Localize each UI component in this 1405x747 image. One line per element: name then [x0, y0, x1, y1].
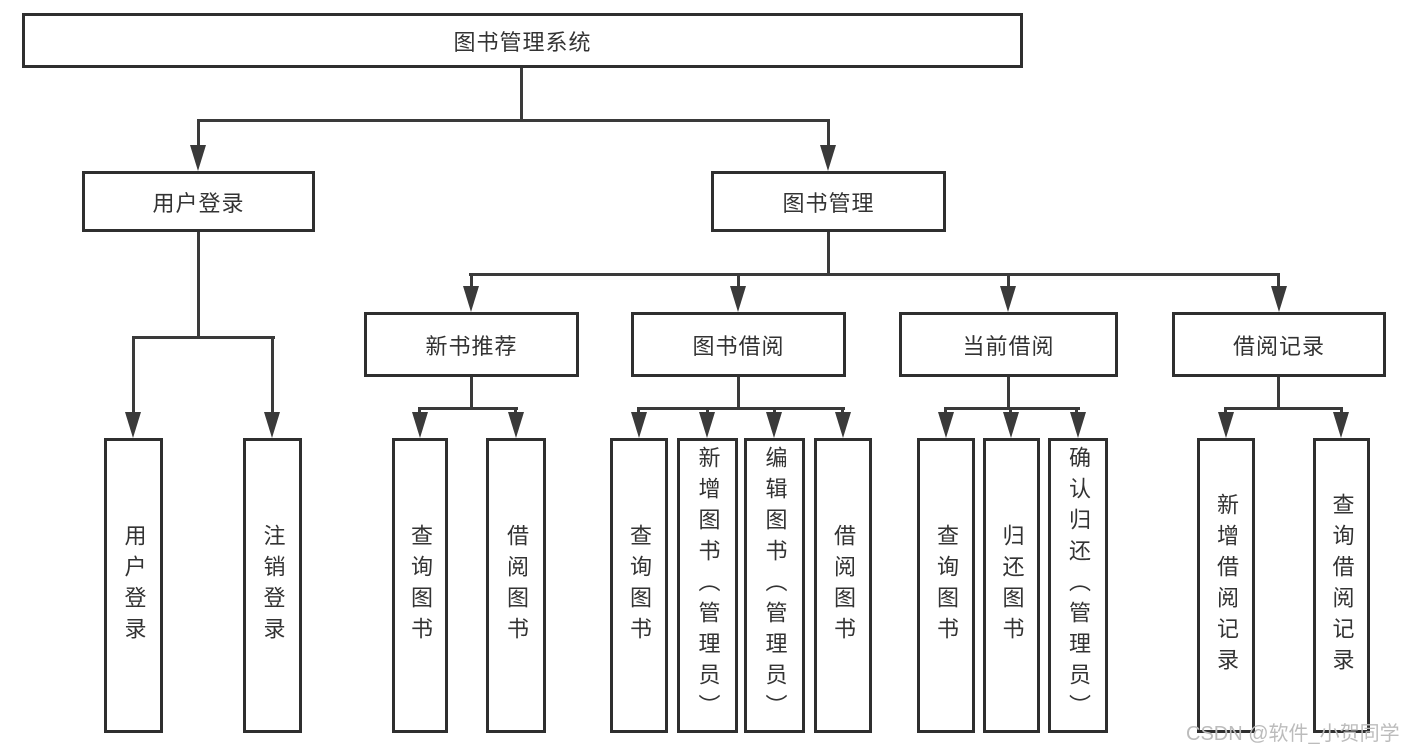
connector-line — [470, 273, 473, 288]
arrow-down-icon — [1333, 412, 1349, 438]
connector-line — [132, 336, 135, 414]
connector-line — [1277, 273, 1280, 288]
node-label: 确认归还（管理员） — [1066, 446, 1091, 725]
node-label: 图书管理系统 — [453, 29, 592, 55]
node-label: 借阅记录 — [1232, 333, 1325, 359]
connector-line — [737, 273, 740, 288]
node-current-borrowing: 当前借阅 — [899, 312, 1118, 377]
node-label: 新增图书（管理员） — [695, 446, 721, 725]
node-label: 借阅图书 — [831, 523, 856, 648]
arrow-down-icon — [1271, 286, 1287, 312]
connector-line — [706, 407, 709, 414]
connector-line — [637, 407, 640, 414]
connector-line — [1277, 377, 1280, 407]
arrow-down-icon — [412, 412, 428, 438]
arrow-down-icon — [699, 412, 715, 438]
node-label: 归还图书 — [999, 523, 1025, 648]
node-label: 借阅图书 — [504, 523, 529, 648]
arrow-down-icon — [508, 412, 524, 438]
node-label: 当前借阅 — [962, 333, 1055, 359]
leaf-query-books-current: 查询图书 — [917, 438, 975, 733]
connector-line — [1007, 273, 1010, 288]
connector-line — [1075, 407, 1078, 414]
arrow-down-icon — [820, 145, 836, 171]
connector-line — [1224, 407, 1343, 410]
node-label: 图书借阅 — [692, 333, 785, 359]
node-label: 用户登录 — [152, 190, 245, 216]
connector-line — [1224, 407, 1227, 414]
node-book-management: 图书管理 — [711, 171, 946, 232]
node-book-borrowing: 图书借阅 — [631, 312, 846, 377]
node-borrowing-records: 借阅记录 — [1172, 312, 1386, 377]
leaf-return-books: 归还图书 — [983, 438, 1040, 733]
connector-line — [773, 407, 776, 414]
arrow-down-icon — [938, 412, 954, 438]
node-label: 编辑图书（管理员） — [762, 446, 788, 725]
arrow-down-icon — [463, 286, 479, 312]
node-label: 注销登录 — [260, 523, 286, 648]
node-new-book-recommendation: 新书推荐 — [364, 312, 579, 377]
arrow-down-icon — [835, 412, 851, 438]
leaf-query-books-borrowing: 查询图书 — [610, 438, 668, 733]
connector-line — [1340, 407, 1343, 414]
leaf-query-borrow-record: 查询借阅记录 — [1313, 438, 1370, 733]
node-label: 图书管理 — [782, 190, 875, 216]
arrow-down-icon — [125, 412, 141, 438]
leaf-user-login: 用户登录 — [104, 438, 163, 733]
leaf-add-borrow-record: 新增借阅记录 — [1197, 438, 1255, 733]
leaf-borrow-books-borrowing: 借阅图书 — [814, 438, 872, 733]
arrow-down-icon — [1070, 412, 1086, 438]
connector-line — [469, 273, 1280, 276]
leaf-borrow-books-recommend: 借阅图书 — [486, 438, 546, 733]
leaf-add-book-admin: 新增图书（管理员） — [677, 438, 738, 733]
arrow-down-icon — [1000, 286, 1016, 312]
leaf-confirm-return-admin: 确认归还（管理员） — [1048, 438, 1108, 733]
arrow-down-icon — [766, 412, 782, 438]
connector-line — [271, 336, 274, 414]
connector-line — [514, 407, 517, 414]
connector-line — [418, 407, 421, 414]
connector-line — [418, 407, 518, 410]
watermark: CSDN @软件_小贺同学 — [1186, 723, 1400, 745]
connector-line — [197, 232, 200, 336]
node-label: 用户登录 — [121, 523, 147, 648]
connector-line — [197, 119, 830, 122]
leaf-edit-book-admin: 编辑图书（管理员） — [744, 438, 805, 733]
node-label: 查询图书 — [627, 523, 652, 648]
arrow-down-icon — [190, 145, 206, 171]
connector-line — [470, 377, 473, 407]
arrow-down-icon — [264, 412, 280, 438]
node-library-management-system: 图书管理系统 — [22, 13, 1023, 68]
connector-line — [1009, 407, 1012, 414]
connector-line — [737, 377, 740, 407]
connector-line — [1007, 377, 1010, 407]
node-label: 查询借阅记录 — [1329, 492, 1355, 679]
connector-line — [827, 119, 830, 152]
node-label: 新增借阅记录 — [1214, 492, 1239, 679]
node-label: 查询图书 — [408, 523, 433, 648]
node-label: 查询图书 — [934, 523, 959, 648]
connector-line — [637, 407, 845, 410]
node-user-login: 用户登录 — [82, 171, 315, 232]
connector-line — [197, 119, 200, 152]
connector-line — [841, 407, 844, 414]
arrow-down-icon — [1218, 412, 1234, 438]
connector-line — [132, 336, 275, 339]
leaf-query-books-recommend: 查询图书 — [392, 438, 448, 733]
leaf-logout: 注销登录 — [243, 438, 302, 733]
arrow-down-icon — [631, 412, 647, 438]
arrow-down-icon — [730, 286, 746, 312]
arrow-down-icon — [1003, 412, 1019, 438]
connector-line — [944, 407, 947, 414]
connector-line — [827, 232, 830, 273]
node-label: 新书推荐 — [425, 333, 518, 359]
connector-line — [520, 68, 523, 119]
connector-line — [944, 407, 1080, 410]
